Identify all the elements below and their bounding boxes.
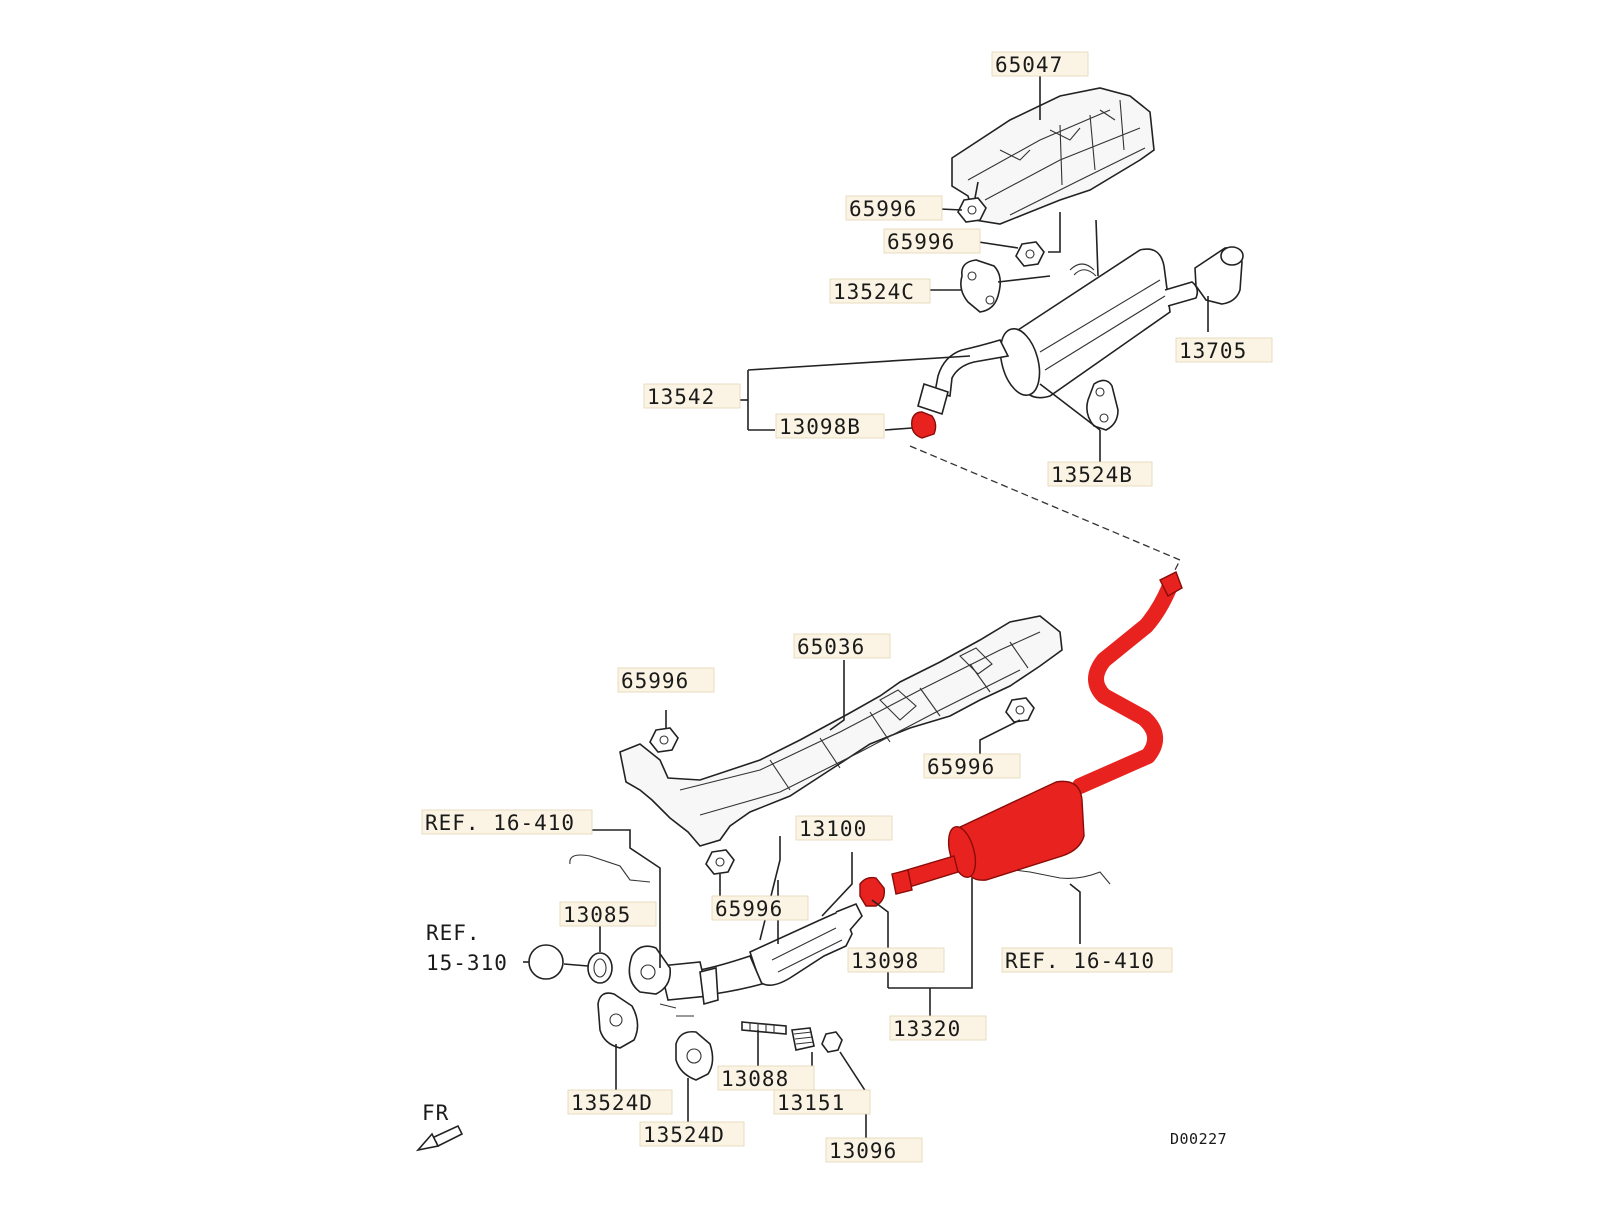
label-ref-16-410-rear: REF. 16-410	[1005, 949, 1155, 973]
label-13151: 13151	[777, 1091, 845, 1115]
label-13096: 13096	[829, 1139, 897, 1163]
sensor-wire-rear	[981, 865, 1111, 885]
gasket-highlight	[859, 876, 886, 907]
connector-a-circle	[528, 944, 564, 980]
main-muffler	[917, 248, 1199, 416]
nut-front-3	[705, 849, 735, 875]
label-13098: 13098	[851, 949, 919, 973]
front-pipe	[628, 945, 719, 1017]
label-13524C: 13524C	[833, 280, 915, 304]
nut-front-1	[649, 727, 679, 753]
center-pipe-highlight	[891, 571, 1183, 895]
front-direction-arrow	[415, 1124, 464, 1152]
spring	[791, 1027, 815, 1051]
label-65996-rear-1: 65996	[849, 197, 917, 221]
label-13524B: 13524B	[1051, 463, 1133, 487]
label-65996-front-1: 65996	[621, 669, 689, 693]
label-13320: 13320	[893, 1017, 961, 1041]
label-13100: 13100	[799, 817, 867, 841]
diagram-code: D00227	[1170, 1130, 1227, 1148]
label-fr: FR	[422, 1101, 449, 1125]
hanger-b	[1086, 379, 1119, 431]
label-65036: 65036	[797, 635, 865, 659]
label-65047: 65047	[995, 53, 1063, 77]
label-13085: 13085	[563, 903, 631, 927]
label-13098B: 13098B	[779, 415, 861, 439]
hanger-d-1	[597, 992, 639, 1049]
label-ref-manifold-1: REF.	[426, 921, 481, 945]
stud	[741, 1021, 787, 1035]
nut-front-2	[1005, 697, 1035, 723]
label-13524D-1: 13524D	[571, 1091, 653, 1115]
nut-rear-2	[1015, 241, 1045, 267]
sensor-wire-front	[569, 854, 651, 883]
tail-pipe	[1194, 246, 1244, 305]
nut-13096	[821, 1031, 843, 1053]
gasket-b-highlight	[911, 411, 937, 439]
label-65996-front-2: 65996	[927, 755, 995, 779]
hanger-c	[960, 259, 1002, 313]
hanger-d-2	[675, 1030, 714, 1081]
label-13705: 13705	[1179, 339, 1247, 363]
ring	[587, 952, 613, 984]
label-13088: 13088	[721, 1067, 789, 1091]
label-13524D-2: 13524D	[643, 1123, 725, 1147]
heat-protector-front	[619, 615, 1063, 847]
label-ref-16-410-front: REF. 16-410	[425, 811, 575, 835]
label-65996-rear-2: 65996	[887, 230, 955, 254]
label-ref-manifold-2: 15-310	[426, 951, 508, 975]
label-13542: 13542	[647, 385, 715, 409]
nut-rear-1	[957, 197, 987, 223]
label-65996-front-3: 65996	[715, 897, 783, 921]
